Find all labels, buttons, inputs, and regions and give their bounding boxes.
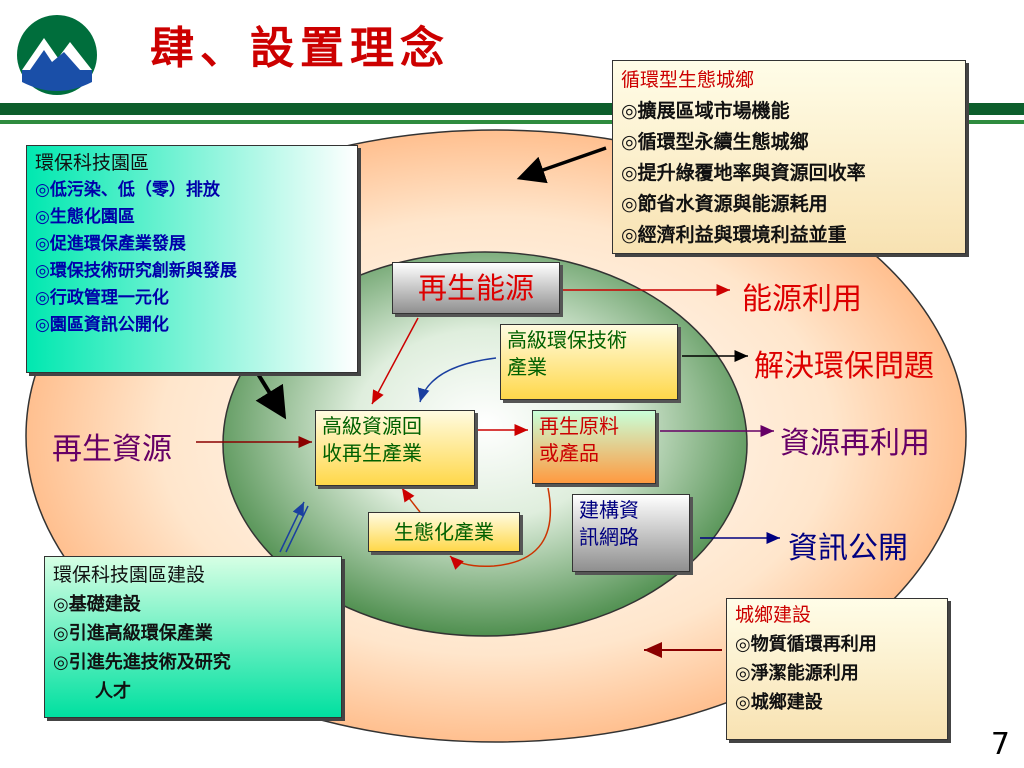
urban-rural-item: 物質循環再利用 (735, 630, 939, 659)
eco-park-item: 促進環保產業發展 (35, 231, 349, 258)
label-renewable-resource: 再生資源 (52, 432, 172, 467)
node-info-network-line: 訊網路 (579, 525, 639, 549)
urban-rural-item: 淨潔能源利用 (735, 659, 939, 688)
label-resource-reuse: 資源再利用 (780, 426, 930, 461)
arrow-bottomleft-to-inner-b (285, 505, 309, 553)
park-construction-item: 引進先進技術及研究 (53, 648, 333, 677)
node-recycled-material: 再生原料 或產品 (532, 410, 656, 484)
urban-rural-title: 城鄉建設 (735, 604, 812, 626)
eco-city-item: 擴展區域市場機能 (621, 96, 957, 127)
node-recycled-material-line: 或產品 (539, 441, 599, 465)
park-construction-title: 環保科技園區建設 (53, 564, 206, 586)
eco-city-item: 經濟利益與環境利益並重 (621, 220, 957, 251)
arrow-energy-to-recycle (371, 317, 419, 405)
arrow-left-box-to-recycle (255, 372, 287, 420)
eco-city-item: 循環型永續生態城鄉 (621, 127, 957, 158)
park-construction-item: 基礎建設 (53, 590, 333, 619)
urban-rural-item: 城鄉建設 (735, 688, 939, 717)
park-construction-item: 引進高級環保產業 (53, 619, 333, 648)
page-title: 肆、設置理念 (150, 23, 450, 74)
eco-park-item: 環保技術研究創新與發展 (35, 258, 349, 285)
eco-park-item: 低污染、低（零）排放 (35, 177, 349, 204)
eco-park-item: 生態化園區 (35, 204, 349, 231)
node-advanced-tech-line: 高級環保技術 (507, 328, 627, 352)
node-advanced-recycling-line: 收再生產業 (322, 441, 422, 465)
node-advanced-recycling-line: 高級資源回 (322, 414, 422, 438)
eco-city-title: 循環型生態城鄉 (621, 69, 755, 91)
park-construction-box: 環保科技園區建設 基礎建設 引進高級環保產業 引進先進技術及研究 人才 (44, 556, 342, 718)
eco-park-item: 行政管理一元化 (35, 285, 349, 312)
arrow-raw-to-eco (449, 487, 552, 570)
label-solve-env: 解決環保問題 (754, 349, 934, 384)
eco-city-item: 提升綠覆地率與資源回收率 (621, 158, 957, 189)
label-info-open: 資訊公開 (788, 531, 908, 566)
eco-city-item: 節省水資源與能源耗用 (621, 189, 957, 220)
header-bar-light (0, 120, 1024, 124)
arrow-topright-to-outer (516, 146, 607, 184)
eco-park-box: 環保科技園區 低污染、低（零）排放 生態化園區 促進環保產業發展 環保技術研究創… (26, 145, 358, 373)
arrow-tech-to-recycle (417, 357, 497, 403)
arrow-eco-to-recycle (401, 487, 421, 513)
mountain-logo-icon (17, 15, 97, 95)
node-info-network-line: 建構資 (579, 498, 639, 522)
page-number: 7 (990, 727, 1010, 762)
node-advanced-recycling: 高級資源回 收再生產業 (315, 410, 475, 486)
node-renewable-energy: 再生能源 (392, 262, 560, 314)
node-advanced-tech: 高級環保技術 產業 (500, 324, 678, 400)
urban-rural-box: 城鄉建設 物質循環再利用 淨潔能源利用 城鄉建設 (726, 598, 948, 740)
park-construction-continuation: 人才 (95, 681, 131, 702)
node-recycled-material-line: 再生原料 (539, 414, 619, 438)
node-advanced-tech-line: 產業 (507, 355, 547, 379)
eco-city-box: 循環型生態城鄉 擴展區域市場機能 循環型永續生態城鄉 提升綠覆地率與資源回收率 … (612, 60, 966, 254)
node-eco-industry: 生態化產業 (368, 512, 520, 552)
eco-park-item: 園區資訊公開化 (35, 312, 349, 339)
eco-park-title: 環保科技園區 (35, 152, 150, 174)
arrow-bottomleft-to-inner-a (279, 501, 305, 553)
node-info-network: 建構資 訊網路 (572, 494, 690, 572)
label-energy-use: 能源利用 (742, 282, 862, 317)
